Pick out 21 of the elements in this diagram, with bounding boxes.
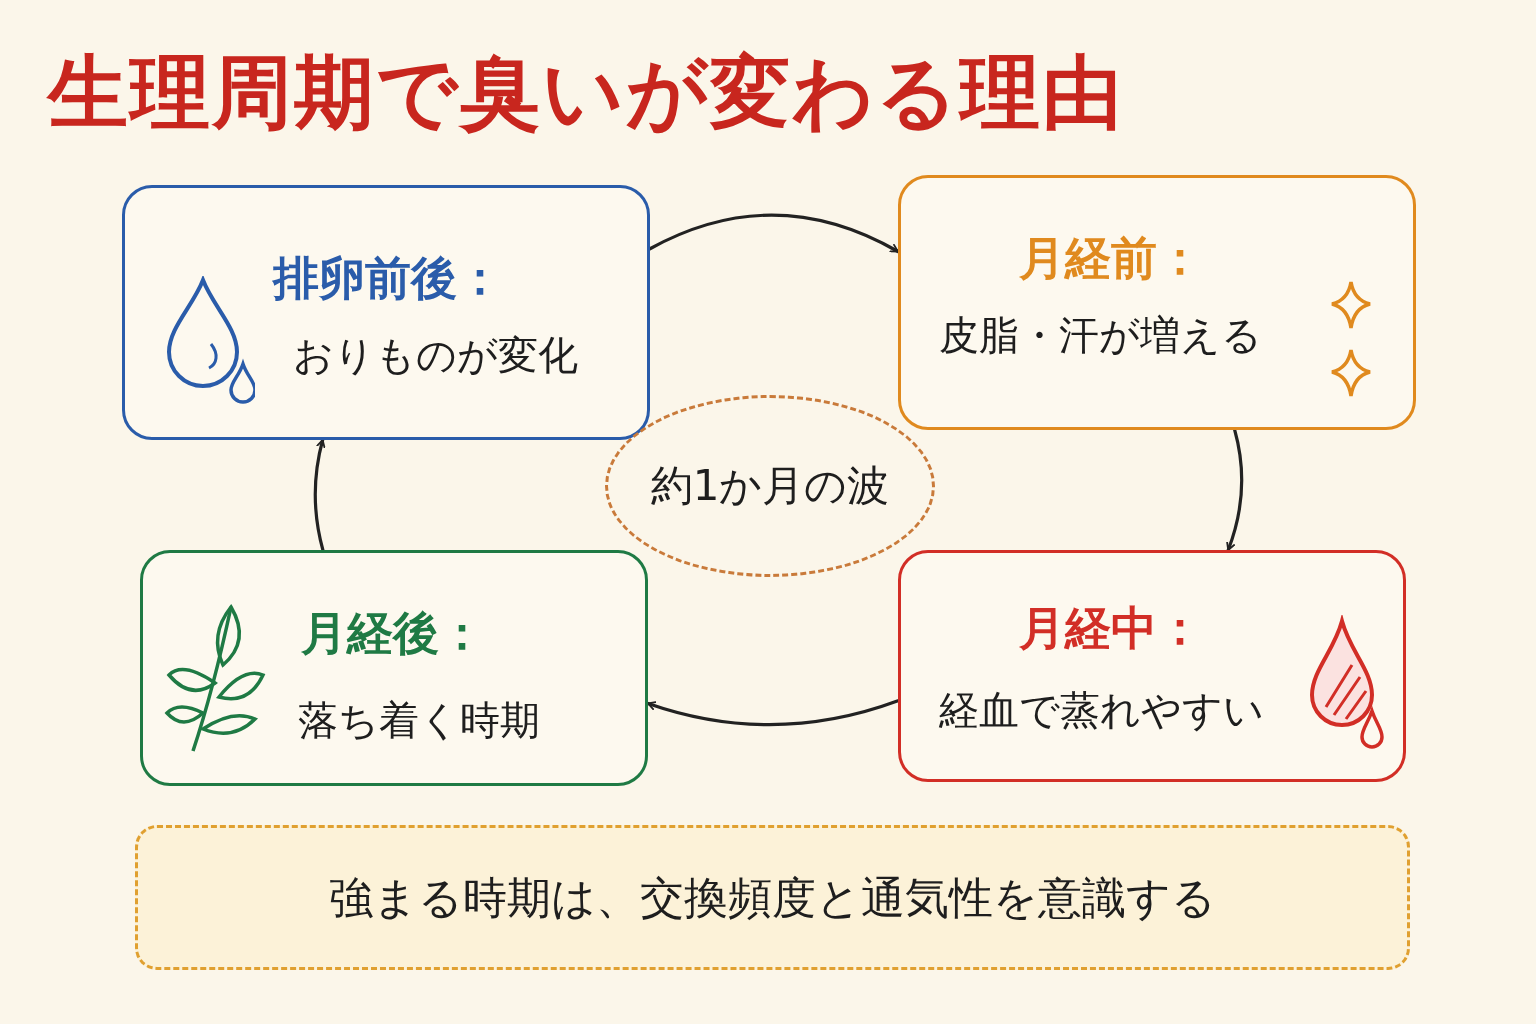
stage-card <box>898 175 1416 430</box>
cycle-ellipse <box>605 395 935 577</box>
diagram-title: 生理周期で臭いが変わる理由 <box>48 45 1124 141</box>
stage-description: 落ち着く時期 <box>298 696 540 745</box>
stage-heading: 月経前： <box>1019 230 1203 287</box>
stage-heading: 排卵前後： <box>273 250 503 307</box>
cycle-label: 約1か月の波 <box>649 460 891 512</box>
arrow <box>648 213 900 254</box>
stage-card <box>122 185 650 440</box>
stage-heading: 月経中： <box>1019 600 1203 657</box>
stage-heading: 月経後： <box>301 605 485 662</box>
tip-banner <box>135 825 1410 970</box>
stage-description: 経血で蒸れやすい <box>939 686 1264 735</box>
stage-description: 皮脂・汗が増える <box>939 311 1262 360</box>
stage-card <box>140 550 648 786</box>
arrow <box>646 699 900 727</box>
stage-card <box>898 550 1406 782</box>
tip-text: 強まる時期は、交換頻度と通気性を意識する <box>328 870 1217 924</box>
stage-description: おりものが変化 <box>293 331 578 380</box>
arrow <box>1226 428 1244 552</box>
arrow <box>313 438 326 552</box>
